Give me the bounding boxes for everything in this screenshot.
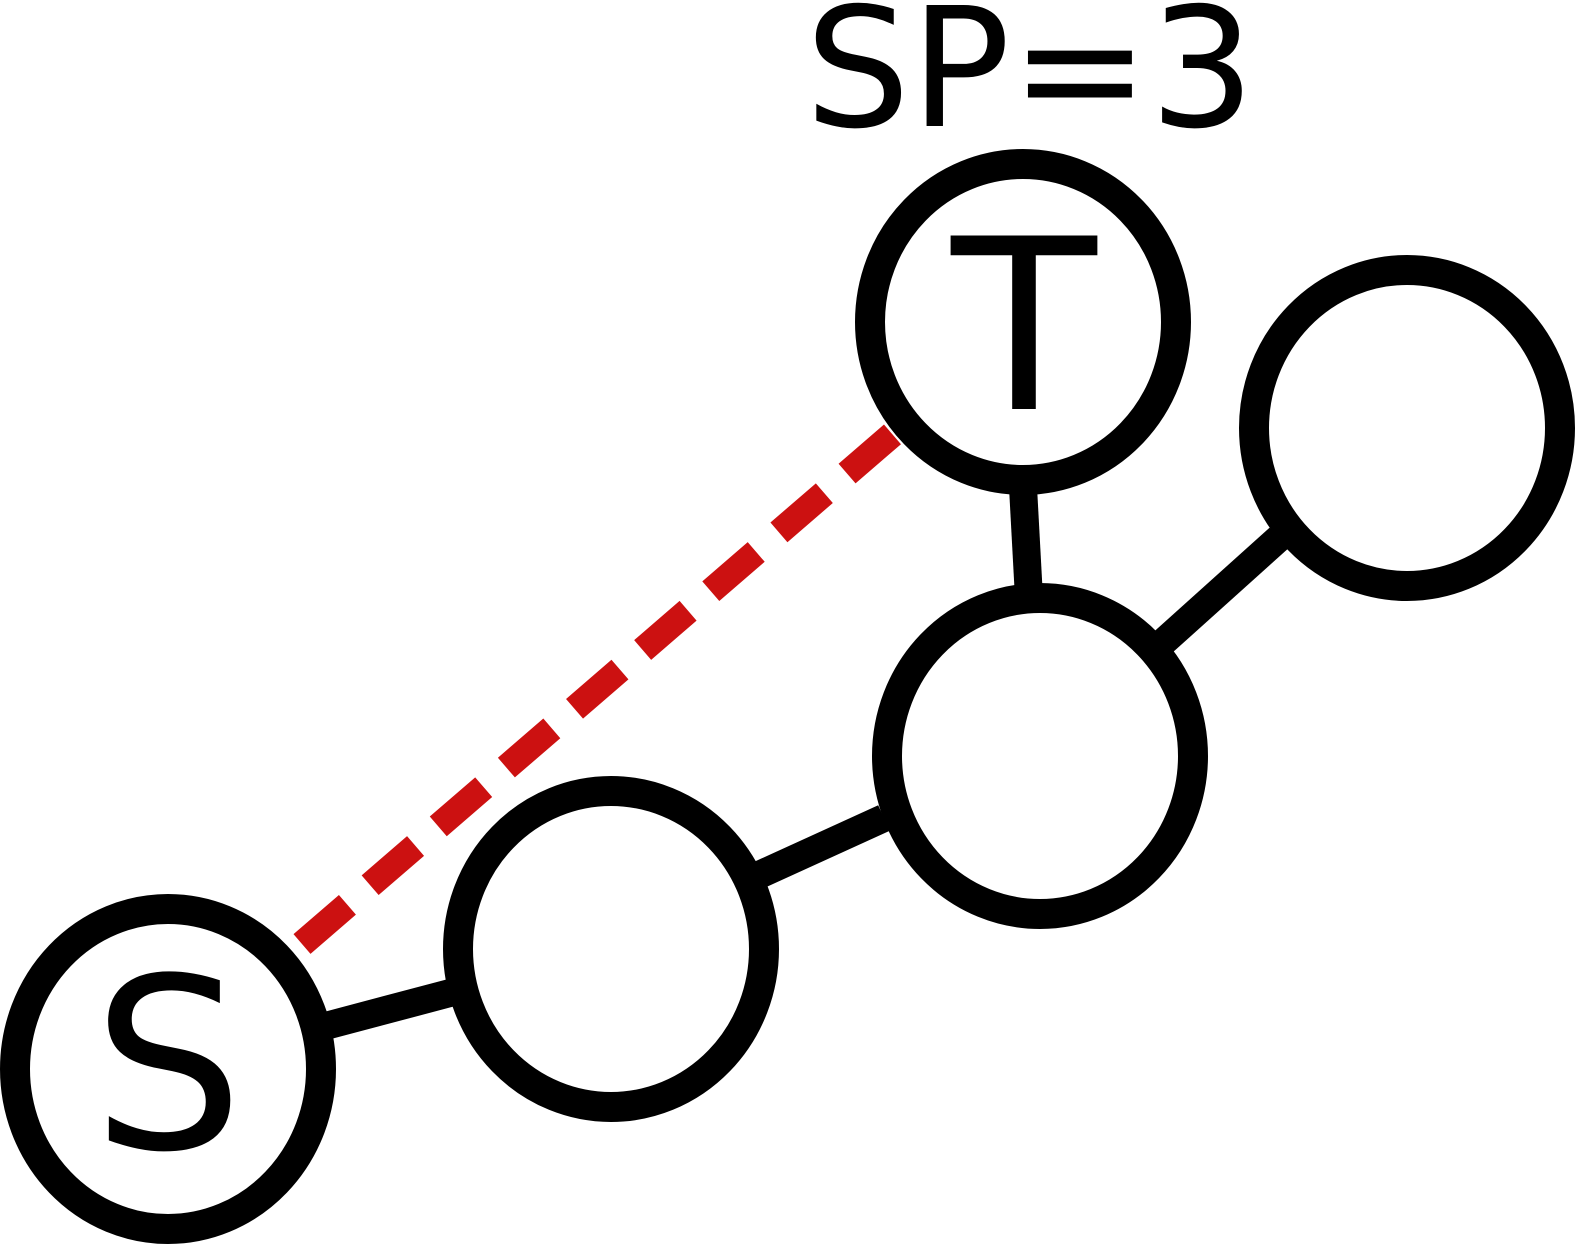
edge-s-t-dashed (293, 417, 910, 954)
diagram-title: SP=3 (805, 0, 1255, 166)
edge-n1-n2 (742, 805, 890, 893)
node-s-label: S (92, 928, 243, 1205)
node-t-label: T (950, 189, 1098, 466)
edge-n2-t (1009, 486, 1043, 599)
node-n3 (1239, 255, 1575, 601)
node-s: S (0, 894, 336, 1244)
edge-n2-n3 (1150, 527, 1289, 656)
node-t: T (855, 149, 1191, 495)
edge-s-n1 (314, 979, 454, 1042)
node-n2 (872, 583, 1208, 929)
node-n1 (443, 776, 779, 1122)
